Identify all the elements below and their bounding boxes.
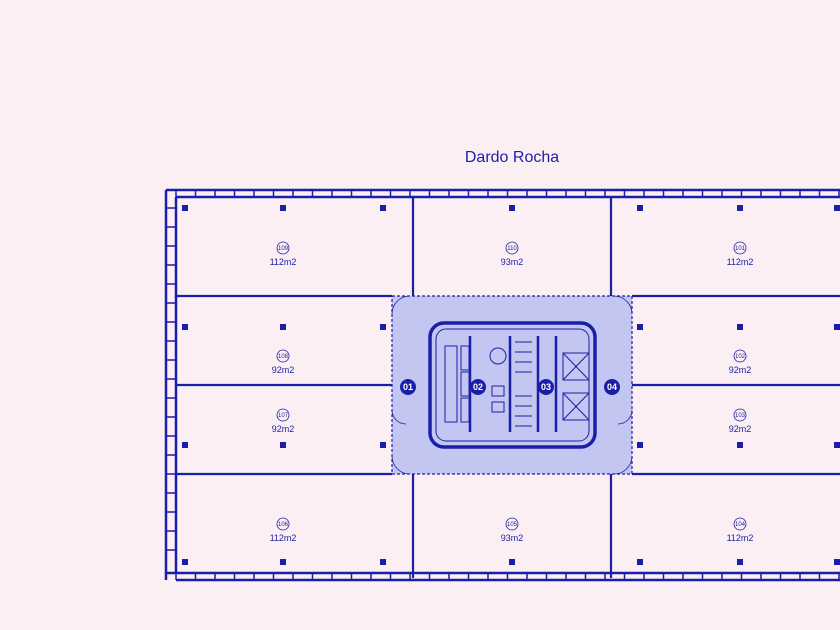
core-marker-dot [604, 379, 620, 395]
unit-number-ring [505, 241, 519, 255]
core-marker-label: 02 [473, 382, 483, 392]
core-marker-dot [470, 379, 486, 395]
column [637, 442, 643, 448]
column [637, 559, 643, 565]
core-markers: 01 02 03 04 [400, 379, 620, 395]
unit-area: 112m2 [270, 257, 297, 267]
column [637, 205, 643, 211]
unit-area: 93m2 [501, 257, 524, 267]
unit-number-ring [733, 408, 747, 422]
unit-105: 105 93m2 [501, 517, 524, 543]
unit-number: 104 [735, 522, 746, 528]
column [380, 205, 386, 211]
unit-area: 112m2 [270, 533, 297, 543]
unit-number: 107 [278, 413, 289, 419]
unit-area: 112m2 [727, 257, 754, 267]
column [834, 205, 840, 211]
column [280, 442, 286, 448]
unit-number-ring [276, 241, 290, 255]
column [182, 442, 188, 448]
column [380, 442, 386, 448]
column [834, 442, 840, 448]
column [280, 559, 286, 565]
unit-area: 92m2 [272, 365, 295, 375]
street-name-label: Dardo Rocha [465, 149, 559, 166]
core-shaft-inner [435, 328, 590, 442]
unit-number-ring [276, 517, 290, 531]
unit-number-ring [276, 349, 290, 363]
core-marker-04: 04 [604, 379, 620, 395]
unit-number: 103 [735, 413, 746, 419]
core-shaft [428, 321, 597, 449]
unit-number: 110 [507, 246, 517, 252]
unit-number-ring [733, 241, 747, 255]
unit-104: 104 112m2 [727, 517, 754, 543]
column [380, 559, 386, 565]
column [280, 324, 286, 330]
unit-number: 101 [735, 246, 746, 252]
column [509, 559, 515, 565]
unit-103: 103 92m2 [729, 408, 752, 434]
units: 109112m211093m2101112m210892m210292m2107… [270, 241, 754, 543]
column [737, 205, 743, 211]
core-marker-dot [400, 379, 416, 395]
core-marker-01: 01 [400, 379, 416, 395]
core-marker-label: 04 [607, 382, 617, 392]
service-core [391, 295, 633, 475]
column [834, 559, 840, 565]
unit-108: 108 92m2 [272, 349, 295, 375]
unit-area: 92m2 [272, 424, 295, 434]
column [280, 205, 286, 211]
unit-number: 105 [507, 522, 518, 528]
column [182, 205, 188, 211]
unit-102: 102 92m2 [729, 349, 752, 375]
unit-110: 110 93m2 [501, 241, 524, 267]
unit-number: 106 [278, 522, 289, 528]
column [737, 559, 743, 565]
unit-106: 106 112m2 [270, 517, 297, 543]
core-marker-label: 03 [541, 382, 551, 392]
unit-area: 112m2 [727, 533, 754, 543]
column [737, 442, 743, 448]
column [380, 324, 386, 330]
lobby-doors [391, 295, 633, 475]
column [509, 205, 515, 211]
column [637, 324, 643, 330]
unit-number-ring [505, 517, 519, 531]
unit-area: 92m2 [729, 365, 752, 375]
unit-area: 92m2 [729, 424, 752, 434]
core-marker-label: 01 [403, 382, 413, 392]
unit-number-ring [733, 349, 747, 363]
unit-area: 93m2 [501, 533, 524, 543]
core-marker-02: 02 [470, 379, 486, 395]
unit-number: 102 [735, 354, 746, 360]
core-marker-03: 03 [538, 379, 554, 395]
partition-walls [176, 197, 840, 578]
structural-columns [182, 205, 840, 565]
unit-number: 109 [278, 246, 289, 252]
unit-109: 109 112m2 [270, 241, 297, 267]
unit-number-ring [733, 517, 747, 531]
column [182, 324, 188, 330]
unit-101: 101 112m2 [727, 241, 754, 267]
core-detail [444, 336, 590, 432]
unit-107: 107 92m2 [272, 408, 295, 434]
column [737, 324, 743, 330]
core-marker-dot [538, 379, 554, 395]
unit-number: 108 [278, 354, 289, 360]
column [182, 559, 188, 565]
column [834, 324, 840, 330]
unit-number-ring [276, 408, 290, 422]
